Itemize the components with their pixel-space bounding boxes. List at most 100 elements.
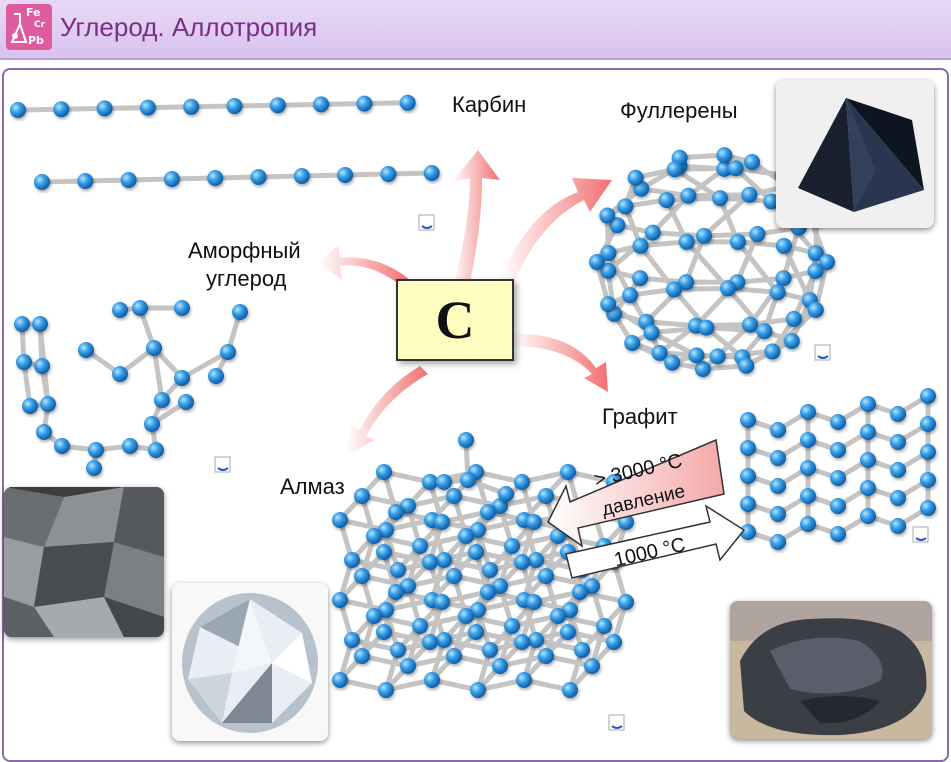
rotate-3d-icon[interactable] <box>212 454 234 476</box>
carbon-atom <box>574 642 590 658</box>
carbon-atom <box>632 270 648 286</box>
carbon-atom <box>480 504 496 520</box>
carbon-atom <box>514 554 530 570</box>
carbon-atom <box>122 438 138 454</box>
carbon-atom <box>388 584 404 600</box>
carbon-atom <box>22 398 38 414</box>
carbon-atom <box>600 296 616 312</box>
carbon-atom <box>633 238 649 254</box>
carbon-atom <box>422 554 438 570</box>
carbon-atom <box>800 460 816 476</box>
carbon-atom <box>436 552 452 568</box>
carbon-atom <box>830 526 846 542</box>
carbon-atom <box>776 238 792 254</box>
carbon-atom <box>716 147 732 163</box>
carbon-atom <box>154 392 170 408</box>
rotate-3d-icon[interactable] <box>910 524 932 546</box>
carbon-atom <box>920 388 936 404</box>
carbon-atom <box>526 594 542 610</box>
carbon-atom <box>652 345 668 361</box>
carbon-atom <box>538 648 554 664</box>
carbon-atom <box>618 594 634 610</box>
rotate-3d-icon[interactable] <box>416 212 438 234</box>
carbon-atom <box>800 516 816 532</box>
carbon-atom <box>36 424 52 440</box>
carbon-atom <box>376 544 392 560</box>
carbon-atom <box>16 354 32 370</box>
carbon-atom <box>424 165 440 181</box>
carbon-atom <box>770 534 786 550</box>
carbon-atom <box>32 316 48 332</box>
label-amorphous-2: углерод <box>206 266 286 292</box>
carbon-atom <box>740 440 756 456</box>
carbon-atom <box>10 102 26 118</box>
carbon-atom <box>666 281 682 297</box>
carbon-atom <box>514 634 530 650</box>
carbon-atom <box>400 95 416 111</box>
carbon-atom <box>270 97 286 113</box>
carbon-atom <box>86 460 102 476</box>
carbon-atom <box>756 323 772 339</box>
carbon-atom <box>514 474 530 490</box>
carbon-atom <box>667 161 683 177</box>
carbon-atom <box>356 96 372 112</box>
carbon-atom <box>207 170 223 186</box>
carbon-atom <box>830 470 846 486</box>
carbon-atom <box>498 486 514 502</box>
carbon-atom <box>890 406 906 422</box>
carbon-atom <box>742 317 758 333</box>
carbon-atom <box>741 187 757 203</box>
carbon-atom <box>132 300 148 316</box>
carbon-atom <box>890 490 906 506</box>
rotate-3d-icon[interactable] <box>606 712 628 734</box>
carbon-atom <box>740 496 756 512</box>
carbon-atom <box>764 343 780 359</box>
carbon-atom <box>174 370 190 386</box>
carbon-atom <box>770 284 786 300</box>
carbon-atom <box>390 642 406 658</box>
carbon-atom <box>664 355 680 371</box>
carbon-atom <box>14 316 30 332</box>
carbon-atom <box>770 506 786 522</box>
carbon-atom <box>786 311 802 327</box>
carbon-atom <box>332 672 348 688</box>
carbon-atom <box>458 608 474 624</box>
carbon-atom <box>890 434 906 450</box>
carbon-atom <box>146 340 162 356</box>
carbon-atom <box>775 270 791 286</box>
arrow-to-diamond <box>346 366 428 456</box>
carbon-atom <box>337 167 353 183</box>
diamond-photo <box>172 583 328 741</box>
carbon-atom <box>528 632 544 648</box>
amorphous-carbon-photo <box>4 487 164 637</box>
carbon-atom <box>376 624 392 640</box>
carbon-atom <box>560 624 576 640</box>
carbon-atom <box>388 504 404 520</box>
carbon-atom <box>738 358 754 374</box>
carbon-atom <box>680 188 696 204</box>
carbon-atom <box>97 100 113 116</box>
carbon-atom <box>920 500 936 516</box>
carbon-atom <box>366 528 382 544</box>
carbon-atom <box>860 480 876 496</box>
carbon-atom <box>698 320 714 336</box>
carbon-atom <box>164 171 180 187</box>
carbon-atom <box>77 173 93 189</box>
diamond-gem-image <box>172 583 328 741</box>
carbon-atom <box>354 568 370 584</box>
carbon-atom <box>144 416 160 432</box>
carbon-atom <box>78 342 94 358</box>
label-carbyne: Карбин <box>452 92 526 118</box>
carbon-atom <box>208 368 224 384</box>
rotate-3d-icon[interactable] <box>812 342 834 364</box>
carbon-atom <box>860 396 876 412</box>
carbon-atom <box>313 96 329 112</box>
carbon-atom <box>606 634 622 650</box>
carbon-atom <box>412 618 428 634</box>
carbon-atom <box>434 594 450 610</box>
carbon-atom <box>528 552 544 568</box>
carbon-symbol: C <box>436 289 475 351</box>
carbon-atom <box>251 169 267 185</box>
carbon-atom <box>468 624 484 640</box>
carbon-atom <box>720 280 736 296</box>
